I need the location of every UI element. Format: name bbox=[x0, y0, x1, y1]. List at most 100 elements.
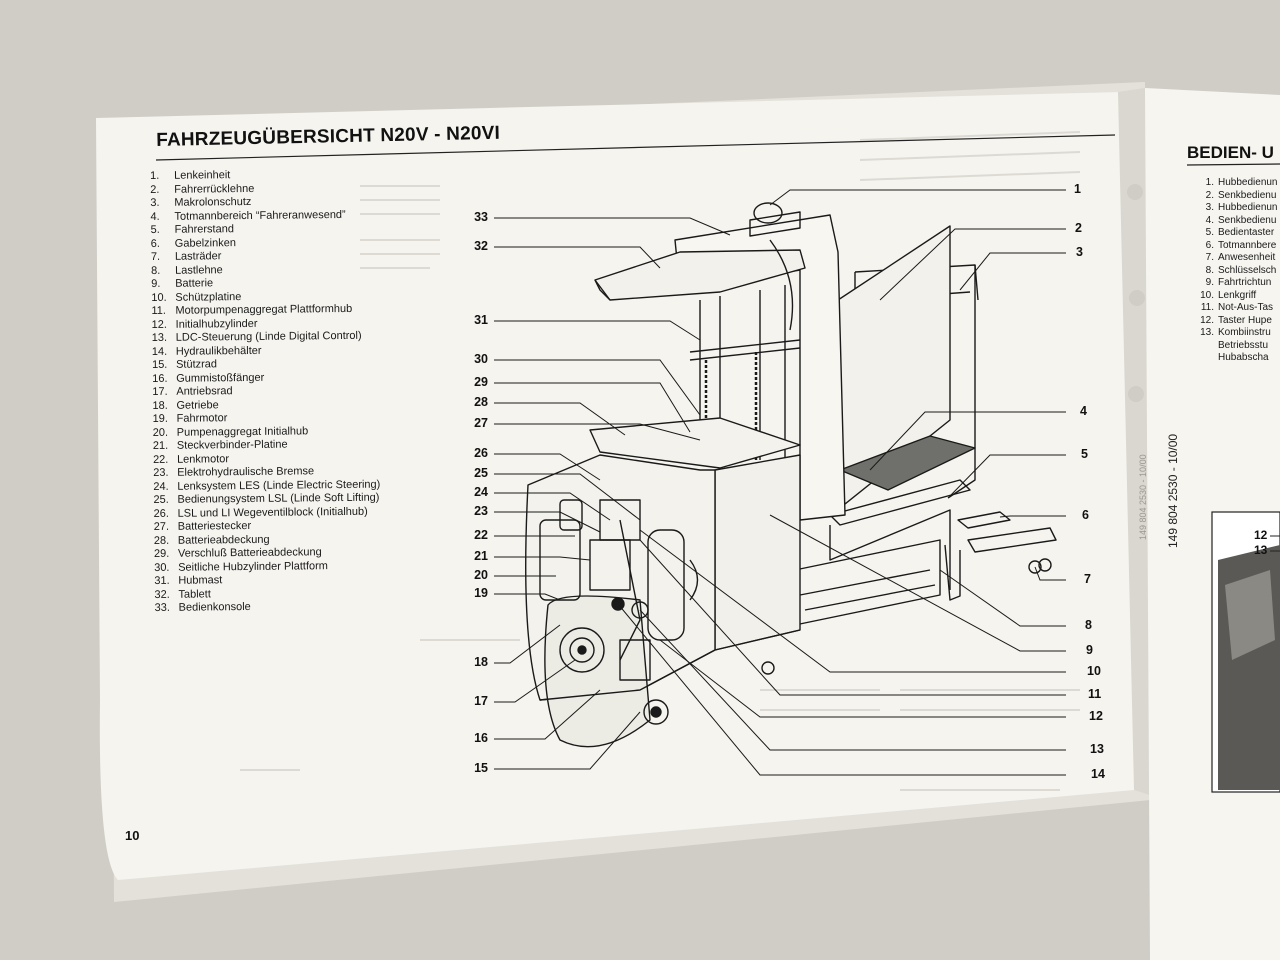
legend-item-number: 24. bbox=[153, 480, 169, 493]
right-legend-label: Senkbedienu bbox=[1218, 214, 1277, 226]
legend-item-number: 31. bbox=[154, 574, 170, 587]
callout-number: 9 bbox=[1086, 643, 1093, 657]
callout-number: 5 bbox=[1081, 447, 1088, 461]
legend-item-label: LDC-Steuerung (Linde Digital Control) bbox=[175, 329, 362, 344]
legend-item-number: 16. bbox=[152, 372, 168, 385]
legend-item-label: Hubmast bbox=[178, 574, 223, 587]
callout-number: 10 bbox=[1087, 664, 1101, 678]
right-legend-label: Anwesenheit bbox=[1218, 252, 1276, 263]
callout-number: 11 bbox=[1088, 687, 1102, 701]
legend-item-number: 19. bbox=[152, 412, 168, 425]
legend-item-number: 27. bbox=[153, 520, 170, 533]
right-legend-item: 9.Fahrtrichtun bbox=[1192, 277, 1280, 290]
callout-number: 19 bbox=[474, 586, 488, 600]
callout-number: 26 bbox=[474, 446, 488, 460]
callout-number: 3 bbox=[1076, 245, 1083, 259]
legend-item-number: 7. bbox=[150, 250, 161, 263]
legend-item-number: 23. bbox=[153, 466, 169, 479]
right-legend-label: Schlüsselsch bbox=[1218, 264, 1277, 276]
right-legend-item: 4.Senkbedienu bbox=[1192, 215, 1280, 228]
legend-item-number: 6. bbox=[150, 237, 161, 250]
legend-item-number: 4. bbox=[150, 210, 160, 223]
legend-item-number: 17. bbox=[152, 385, 168, 398]
binding-hole bbox=[1128, 386, 1144, 402]
legend-item-label: Getriebe bbox=[176, 398, 219, 412]
legend-item-label: Elektrohydraulische Bremse bbox=[177, 465, 315, 479]
legend-item-number: 1. bbox=[150, 169, 160, 182]
legend-item-number: 14. bbox=[151, 345, 168, 358]
right-legend-label: Bedientaster bbox=[1218, 227, 1275, 238]
legend-item-label: Makrolonschutz bbox=[174, 195, 252, 209]
page-number: 10 bbox=[125, 828, 140, 843]
callout-number: 13 bbox=[1090, 742, 1104, 756]
legend-item-number: 13. bbox=[151, 331, 168, 344]
callout-number: 27 bbox=[474, 416, 488, 430]
legend-item-label: Lasträder bbox=[174, 250, 222, 263]
legend-item-label: Steckverbinder-Platine bbox=[176, 438, 288, 452]
legend-item-label: Fahrerrücklehne bbox=[174, 182, 255, 196]
right-page-title: BEDIEN- U bbox=[1187, 143, 1274, 162]
legend-item-label: Fahrerstand bbox=[174, 223, 234, 236]
callout-number: 4 bbox=[1080, 404, 1087, 418]
legend-item-number: 2. bbox=[150, 183, 160, 196]
right-legend-item: 11.Not-Aus-Tas bbox=[1192, 302, 1280, 315]
right-legend-item: 1.Hubbedienun bbox=[1192, 177, 1280, 190]
legend-item-number: 33. bbox=[154, 601, 170, 614]
right-photo-label: 12 bbox=[1254, 528, 1268, 542]
legend-item-label: Initialhubzylinder bbox=[175, 317, 258, 331]
callout-number: 33 bbox=[474, 210, 488, 224]
legend-item-number: 20. bbox=[152, 426, 169, 439]
callout-number: 7 bbox=[1084, 572, 1091, 586]
right-legend-number: 8. bbox=[1205, 264, 1214, 276]
legend-item-label: Fahrmotor bbox=[176, 412, 228, 425]
legend-item-label: Seitliche Hubzylinder Plattform bbox=[178, 559, 329, 574]
legend-item-number: 21. bbox=[152, 439, 169, 452]
legend-item-label: LSL und LI Wegeventilblock (Initialhub) bbox=[177, 505, 368, 520]
legend-item-label: Motorpumpenaggregat Plattformhub bbox=[175, 302, 353, 317]
callout-number: 12 bbox=[1089, 709, 1103, 723]
legend-item-number: 9. bbox=[151, 277, 161, 290]
right-legend-label: Hubabscha bbox=[1218, 352, 1269, 363]
legend-item-label: Pumpenaggregat Initialhub bbox=[176, 424, 309, 439]
document-code-faint: 149 804 2530 - 10/00 bbox=[1138, 454, 1148, 540]
callout-number: 22 bbox=[474, 528, 488, 542]
right-legend-number: 2. bbox=[1205, 189, 1214, 201]
callout-number: 20 bbox=[474, 568, 488, 582]
callout-number: 29 bbox=[474, 375, 488, 389]
right-legend-number: 7. bbox=[1205, 252, 1214, 263]
right-legend-label: Lenkgriff bbox=[1218, 289, 1257, 301]
callout-number: 8 bbox=[1085, 618, 1092, 632]
legend-item-number: 5. bbox=[150, 223, 160, 236]
legend-item-number: 8. bbox=[150, 264, 161, 277]
binding-hole bbox=[1129, 290, 1145, 306]
legend-item-number: 18. bbox=[152, 399, 168, 412]
binding-hole bbox=[1127, 184, 1143, 200]
right-legend-label: Taster Hupe bbox=[1218, 314, 1272, 326]
callout-number: 32 bbox=[474, 239, 488, 253]
legend-item-number: 3. bbox=[150, 196, 160, 209]
right-legend-item: Hubabscha bbox=[1192, 352, 1280, 365]
legend-item-label: Tablett bbox=[178, 587, 211, 601]
legend-item-number: 26. bbox=[153, 507, 169, 520]
right-legend-label: Totmannbere bbox=[1218, 239, 1277, 251]
legend-item-number: 10. bbox=[151, 291, 167, 304]
right-legend-number: 3. bbox=[1205, 202, 1214, 213]
right-legend-label: Kombiinstru bbox=[1218, 327, 1271, 338]
right-legend-item: 12.Taster Hupe bbox=[1192, 315, 1280, 328]
document-code: 149 804 2530 - 10/00 bbox=[1166, 433, 1180, 548]
right-legend-number: 6. bbox=[1205, 239, 1214, 251]
truck-illustration bbox=[525, 202, 1057, 748]
callout-number: 25 bbox=[474, 466, 488, 480]
legend-item-label: Lenkmotor bbox=[176, 452, 230, 466]
right-legend-item: 8. Schlüsselsch bbox=[1192, 265, 1280, 278]
binding-hole bbox=[1132, 802, 1148, 818]
callout-number: 24 bbox=[474, 485, 488, 499]
right-legend-item: 10. Lenkgriff bbox=[1192, 290, 1280, 303]
callout-number: 2 bbox=[1075, 221, 1082, 235]
right-legend-label: Hubbedienun bbox=[1218, 177, 1278, 188]
right-legend-number: 10. bbox=[1200, 289, 1214, 301]
legend-item-label: Batteriestecker bbox=[177, 519, 252, 533]
callout-number: 17 bbox=[474, 694, 488, 708]
